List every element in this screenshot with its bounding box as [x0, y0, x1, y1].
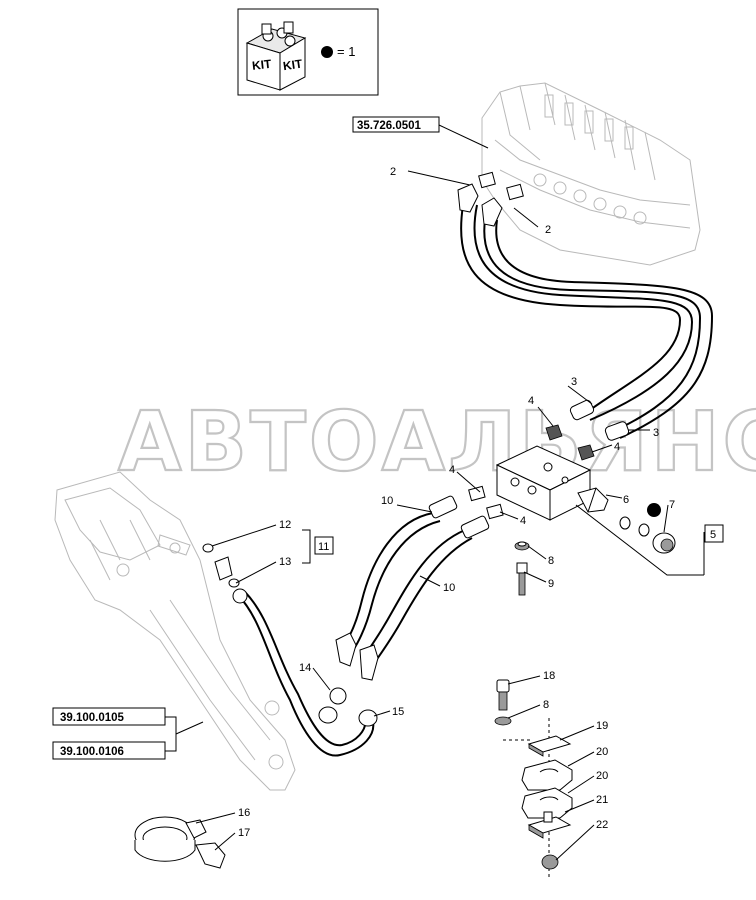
callout-13: 13	[279, 556, 291, 568]
callout-17: 17	[238, 827, 250, 839]
callout-4c: 4	[449, 464, 455, 476]
callouts: 2 2 3 3 4 4 4 4 6 7 8 9 10 10 12 13 14 1…	[238, 166, 675, 839]
bracket-39-100	[165, 716, 204, 752]
control-valve-ghost	[481, 82, 701, 266]
callout-2a: 2	[390, 166, 396, 178]
callout-8b: 8	[543, 699, 549, 711]
callout-9: 9	[548, 578, 554, 590]
upper-hoses	[457, 171, 714, 441]
pipe-15	[202, 543, 378, 757]
callout-2b: 2	[545, 224, 551, 236]
assembly-5-box	[704, 524, 724, 543]
boom-arm-ghost	[54, 471, 296, 791]
callout-10b: 10	[443, 582, 455, 594]
reference-35-726: 35.726.0501	[352, 116, 489, 149]
assembly-5-label: 5	[710, 529, 716, 541]
callout-4a: 4	[528, 395, 534, 407]
kit-cube-icon: KIT KIT	[245, 21, 307, 91]
callout-6: 6	[623, 494, 629, 506]
callout-22: 22	[596, 819, 608, 831]
kit-word-2: KIT	[282, 57, 304, 74]
callout-21: 21	[596, 794, 608, 806]
kit-word-1: KIT	[251, 57, 272, 73]
callout-12: 12	[279, 519, 291, 531]
leader-lines	[195, 170, 669, 861]
assembly-11-box	[314, 536, 334, 555]
reference-39-100-0105: 39.100.0105	[52, 707, 166, 726]
callout-4b: 4	[614, 441, 620, 453]
callout-3a: 3	[571, 376, 577, 388]
callout-20b: 20	[596, 770, 608, 782]
reference-39-100-0105-text: 39.100.0105	[60, 712, 125, 724]
clamp-stack	[494, 679, 573, 880]
callout-7: 7	[669, 499, 675, 511]
callout-20a: 20	[596, 746, 608, 758]
callout-19: 19	[596, 720, 608, 732]
callout-4d: 4	[520, 515, 526, 527]
bolt-9-group	[514, 541, 530, 596]
bracket-11	[302, 529, 311, 564]
callout-14: 14	[299, 662, 311, 674]
reference-39-100-0106-text: 39.100.0106	[60, 746, 124, 758]
lower-hoses	[335, 495, 490, 681]
callout-8a: 8	[548, 555, 554, 567]
callout-15: 15	[392, 706, 404, 718]
watermark-text: АВТОАЛЬЯНС	[118, 395, 756, 490]
kit-box: KIT KIT = 1	[237, 8, 379, 96]
bracket-5	[575, 504, 705, 576]
valve-block	[468, 424, 676, 554]
reference-39-100-0106: 39.100.0106	[52, 741, 166, 760]
kit-marker-dot	[321, 46, 333, 58]
assembly-11-label: 11	[318, 541, 329, 553]
kit-equals-value: = 1	[337, 44, 355, 59]
reference-35-726-text: 35.726.0501	[357, 120, 422, 132]
kit-marker-dot-item-7	[647, 503, 661, 517]
callout-16: 16	[238, 807, 250, 819]
callout-3b: 3	[653, 427, 659, 439]
callout-18: 18	[543, 670, 555, 682]
callout-10a: 10	[381, 495, 393, 507]
hose-clamp	[134, 816, 226, 869]
